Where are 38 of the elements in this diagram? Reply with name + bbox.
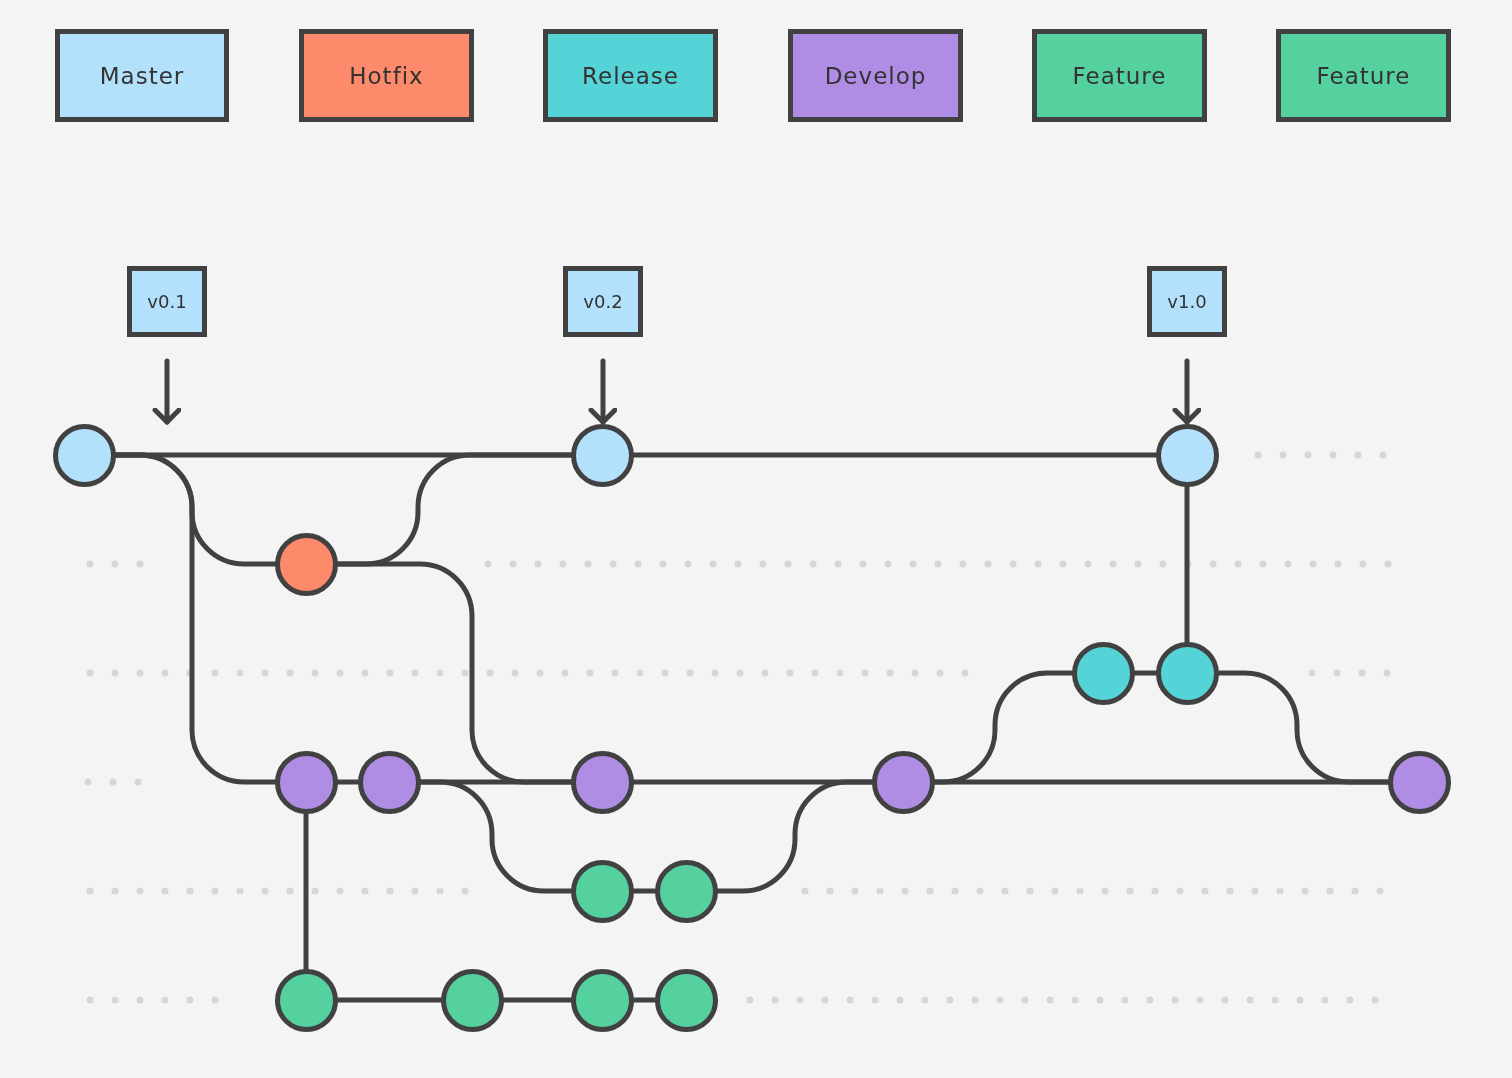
commit-circle [1387, 750, 1451, 814]
branch-legend-box [55, 29, 229, 122]
branch-legend-box [788, 29, 963, 122]
commit-circle [274, 532, 338, 596]
commit-circle [1155, 423, 1219, 487]
branch-name: Feature [1316, 62, 1411, 89]
commit-circle [654, 859, 718, 923]
branch-name: Hotfix [349, 62, 424, 89]
version-tag-box [1147, 266, 1227, 337]
commit-circle [570, 750, 634, 814]
commit-circle [1155, 641, 1219, 705]
commit-circle [871, 750, 935, 814]
branch-name: Master [99, 62, 185, 89]
version-tag-box [127, 266, 207, 337]
branch-legend-box [299, 29, 474, 122]
commit-circle [570, 423, 634, 487]
branch-name: Feature [1072, 62, 1167, 89]
commit-circle [357, 750, 421, 814]
arrow [152, 358, 182, 425]
commit-circle [654, 968, 718, 1032]
version-label: v1.0 [1167, 291, 1207, 312]
arrow [588, 358, 618, 425]
commit-circle [274, 968, 338, 1032]
branch-legend-box [543, 29, 718, 122]
commit-circle [570, 968, 634, 1032]
branch-name: Release [582, 62, 679, 89]
branch-name: Develop [824, 62, 927, 89]
commit-circle [570, 859, 634, 923]
version-label: v0.1 [147, 291, 187, 312]
arrow [1172, 358, 1202, 425]
version-label: v0.2 [583, 291, 623, 312]
version-tag-box [563, 266, 643, 337]
commit-circle [440, 968, 504, 1032]
branch-legend-box [1032, 29, 1207, 122]
commit-circle [274, 750, 338, 814]
branch-legend-box [1276, 29, 1451, 122]
commit-circle [52, 423, 116, 487]
commit-circle [1071, 641, 1135, 705]
